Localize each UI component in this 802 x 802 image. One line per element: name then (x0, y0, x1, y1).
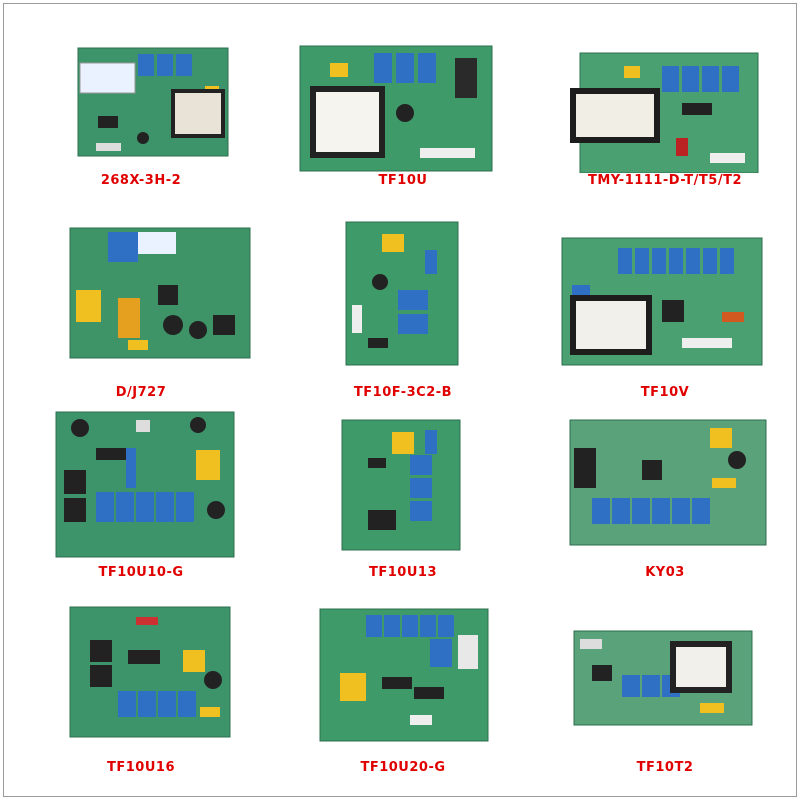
board-cell: TF10T2 (532, 595, 798, 792)
pcb-photo (532, 8, 798, 173)
board-label: TF10T2 (636, 760, 694, 775)
pcb-photo (532, 220, 798, 385)
pcb-photo (270, 8, 536, 173)
pcb-photo (270, 220, 536, 385)
board-label: TF10U16 (107, 760, 175, 775)
pcb-photo (8, 400, 274, 565)
board-cell: 268X-3H-2 (8, 8, 274, 205)
board-label: TF10U20-G (360, 760, 446, 775)
board-cell: TF10U20-G (270, 595, 536, 792)
board-label: TF10V (640, 385, 690, 400)
pcb-photo (532, 400, 798, 565)
board-cell: TMY-1111-D-T/T5/T2 (532, 8, 798, 205)
board-cell: TF10V (532, 220, 798, 417)
board-label: TF10U (378, 173, 428, 188)
board-label: D/J727 (115, 385, 167, 400)
board-label: KY03 (645, 565, 685, 580)
board-label: TMY-1111-D-T/T5/T2 (588, 173, 742, 188)
board-cell: TF10U13 (270, 400, 536, 597)
pcb-photo (270, 595, 536, 760)
pcb-photo (8, 595, 274, 760)
pcb-photo (8, 8, 274, 173)
pcb-photo (532, 595, 798, 760)
board-label: TF10U10-G (98, 565, 184, 580)
board-cell: TF10U (270, 8, 536, 205)
board-label: 268X-3H-2 (100, 173, 182, 188)
board-cell: KY03 (532, 400, 798, 597)
pcb-photo (8, 220, 274, 385)
board-label: TF10F-3C2-B (353, 385, 453, 400)
board-cell: TF10U10-G (8, 400, 274, 597)
pcb-photo (270, 400, 536, 565)
image-frame (3, 3, 797, 797)
board-cell: TF10U16 (8, 595, 274, 792)
board-cell: TF10F-3C2-B (270, 220, 536, 417)
board-label: TF10U13 (369, 565, 437, 580)
board-cell: D/J727 (8, 220, 274, 417)
